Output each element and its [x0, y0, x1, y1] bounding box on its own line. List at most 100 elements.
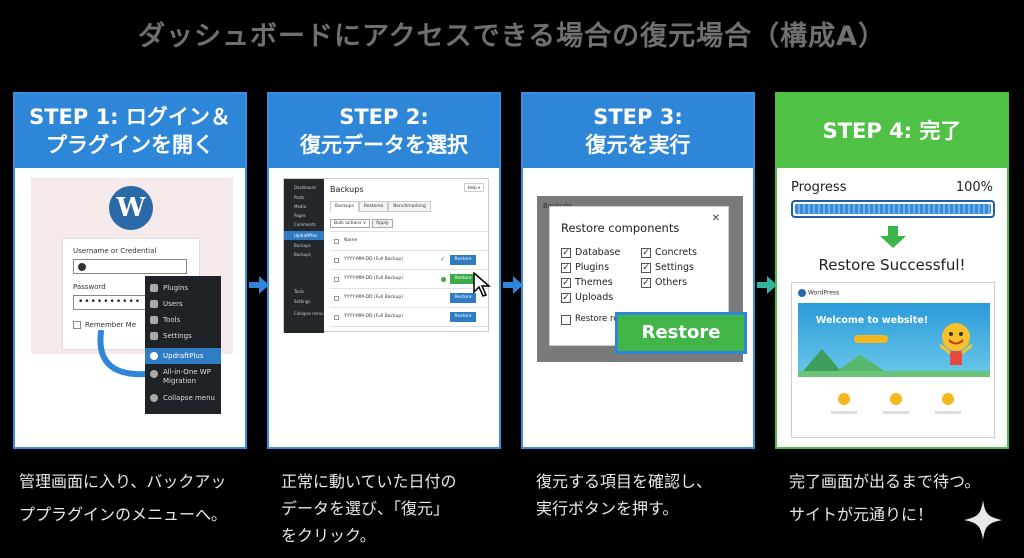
checkbox-checked[interactable]: ✓: [561, 263, 571, 273]
sidebar-item[interactable]: Media: [294, 204, 307, 209]
sidebar-item[interactable]: Backups: [294, 243, 311, 248]
sidebar-item-updraftplus[interactable]: UpdraftPlus: [284, 231, 324, 240]
step-2-title-line2: 復元データを選択: [300, 133, 468, 157]
progress-bar: [791, 200, 995, 218]
sidebar-item[interactable]: Settings: [294, 299, 311, 304]
step-3-description: 復元する項目を確認し、 実行ボタンを押す。: [536, 468, 776, 522]
page-title: ダッシュボードにアクセスできる場合の復元場合（構成A）: [137, 21, 886, 52]
close-icon[interactable]: ✕: [711, 213, 720, 224]
row-checkbox[interactable]: [334, 277, 339, 282]
feature-text: [883, 411, 909, 414]
sidebar-item[interactable]: Collapse menu: [294, 311, 324, 316]
checkbox-checked[interactable]: ✓: [561, 248, 571, 258]
component-concrets[interactable]: ✓ Concrets: [641, 247, 721, 261]
component-others[interactable]: ✓ Others: [641, 277, 721, 291]
component-database[interactable]: ✓Database: [561, 247, 641, 261]
username-field[interactable]: [73, 259, 187, 274]
restore-button[interactable]: Restore: [615, 312, 747, 354]
component-label: Themes: [575, 277, 613, 288]
component-settings[interactable]: ✓ Settings: [641, 262, 721, 276]
restore-button[interactable]: Restore: [450, 312, 476, 322]
checkbox-unchecked[interactable]: [561, 315, 571, 325]
component-label: Concrets: [655, 247, 697, 258]
menu-label: Tools: [163, 316, 181, 324]
menu-label: Users: [163, 300, 183, 308]
sidebar-item[interactable]: Pages: [294, 213, 306, 218]
apply-button[interactable]: Apply: [372, 219, 393, 228]
sidebar-item[interactable]: Dashboard: [294, 185, 316, 190]
step-3-title-line1: STEP 3:: [593, 105, 683, 129]
select-all-checkbox[interactable]: [334, 239, 339, 244]
hero-button[interactable]: [854, 335, 888, 343]
component-plugins[interactable]: ✓Plugins: [561, 262, 641, 276]
wordpress-logo-icon: W: [109, 186, 153, 230]
tab-restores[interactable]: Restores: [358, 201, 389, 212]
step-4-description: 完了画面が出るまで待つ。 サイトが元通りに！: [789, 468, 1024, 528]
menu-label: UpdraftPlus: [163, 352, 204, 360]
restore-button[interactable]: Restore: [450, 293, 476, 303]
desc-line: 復元する項目を確認し、: [536, 472, 713, 491]
menu-item-collapse[interactable]: Collapse menu: [145, 390, 221, 406]
row-checkbox[interactable]: [334, 315, 339, 320]
backup-name: YYYY-MM-DD (Full Backup): [344, 276, 403, 281]
wordpress-logo-icon: [798, 289, 806, 297]
sidebar-item[interactable]: Posts: [294, 195, 305, 200]
restore-button[interactable]: Restore: [450, 255, 476, 265]
arrow-right-icon: [503, 276, 523, 294]
menu-item-tools[interactable]: Tools: [145, 312, 221, 328]
row-checkbox[interactable]: [334, 296, 339, 301]
password-value: ••••••••••: [78, 297, 142, 307]
menu-item-updraftplus[interactable]: UpdraftPlus: [145, 348, 221, 364]
table-row: YYYY-MM-DD (Full Backup)✓Restore: [330, 250, 490, 269]
dialog-title: Restore components: [561, 221, 680, 235]
component-themes[interactable]: ✓ Themes: [561, 277, 641, 291]
menu-item-users[interactable]: Users: [145, 296, 221, 312]
tab-benchmarking[interactable]: Benchmarking: [388, 201, 431, 212]
component-label: Settings: [655, 262, 694, 273]
feature-text: [831, 411, 857, 414]
checkbox-checked[interactable]: ✓: [561, 278, 571, 288]
bulk-actions-select[interactable]: Bulk actions ∨: [330, 219, 371, 228]
progress-percent: 100%: [955, 180, 993, 195]
users-icon: [150, 300, 158, 308]
migration-icon: [150, 370, 158, 378]
checkbox-checked[interactable]: ✓: [641, 263, 651, 273]
status-dot-icon: [441, 277, 446, 282]
checkbox-checked[interactable]: ✓: [641, 248, 651, 258]
step-4-card: STEP 4: 完了 Progress 100% Restore Success…: [775, 92, 1009, 449]
plugin-icon: [150, 284, 158, 292]
feature-icon: [890, 393, 902, 405]
desc-line: 正常に動いていた日付の: [281, 472, 457, 491]
menu-item-plugins[interactable]: Plugins: [145, 280, 221, 296]
menu-item-migration[interactable]: All-in-One WP Migration: [145, 366, 221, 386]
component-uploads[interactable]: ✓Uploads: [561, 292, 641, 306]
sidebar-item[interactable]: Tools: [294, 289, 304, 294]
checkbox-checked[interactable]: ✓: [561, 293, 571, 303]
desc-line: 実行ボタンを押す。: [536, 499, 679, 518]
table-row: YYYY-MM-DD (Full Backup)Restore: [330, 307, 490, 326]
hero-banner: Welcome to website!: [798, 303, 990, 377]
checkbox-checked[interactable]: ✓: [641, 278, 651, 288]
step-2-title-line1: STEP 2:: [339, 105, 429, 129]
step-3-header: STEP 3: 復元を実行: [523, 94, 753, 168]
tab-backups[interactable]: Backups: [330, 201, 359, 212]
remember-checkbox[interactable]: [73, 321, 81, 329]
site-brand: WordPress: [798, 289, 839, 297]
mouse-cursor-icon: [473, 272, 492, 297]
menu-item-settings[interactable]: Settings: [145, 328, 221, 344]
row-checkbox[interactable]: [334, 258, 339, 263]
settings-icon: [150, 332, 158, 340]
arrow-right-icon: [249, 276, 269, 294]
help-button[interactable]: Help ▾: [463, 183, 484, 192]
step-4-header: STEP 4: 完了: [777, 94, 1007, 168]
sparkle-icon: [964, 500, 1002, 540]
site-brand-label: WordPress: [808, 289, 840, 297]
component-label: Others: [655, 277, 687, 288]
restore-button-selected[interactable]: Restore: [450, 274, 476, 284]
progress-label: Progress: [791, 180, 847, 195]
sidebar-item[interactable]: Comments: [294, 222, 316, 227]
progress-fill: [795, 204, 991, 214]
feature-icon: [942, 393, 954, 405]
sidebar-item[interactable]: Backups: [294, 252, 311, 257]
